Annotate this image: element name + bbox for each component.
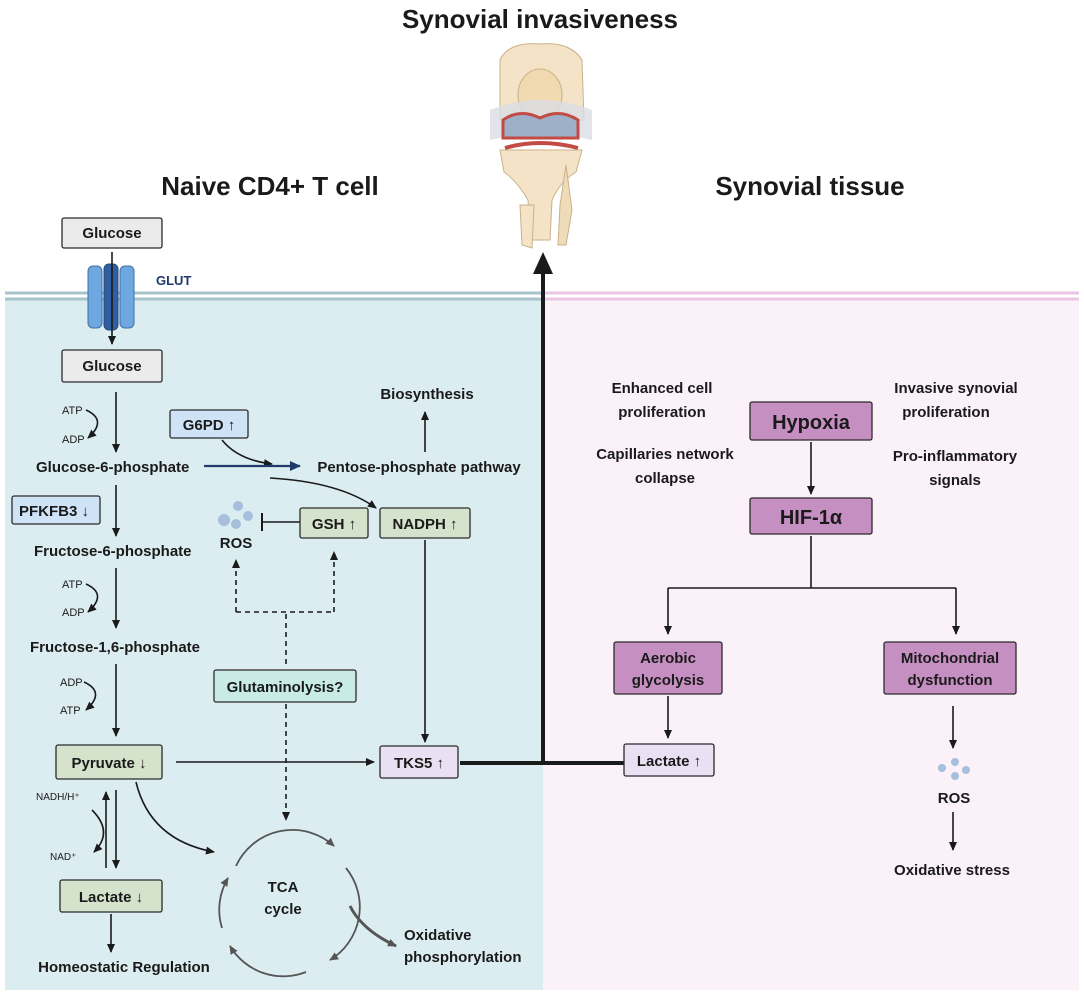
hif-branch-arrows	[664, 536, 960, 635]
biosynthesis-label: Biosynthesis	[380, 386, 473, 403]
aerobic-label-line2: glycolysis	[632, 672, 705, 689]
g6p-label: Glucose-6-phosphate	[36, 459, 189, 476]
ros-left-label: ROS	[220, 535, 253, 552]
glut-label: GLUT	[156, 273, 191, 288]
nadh-label: NADH/H⁺	[36, 792, 80, 803]
oxphos-label-line1: Oxidative	[404, 927, 472, 944]
hypoxia-box	[749, 401, 873, 441]
aerobic-glycolysis-box	[613, 641, 723, 695]
adp-label-3: ADP	[60, 677, 83, 689]
glucose-outside-box	[61, 217, 163, 249]
tks5-label: TKS5 ↑	[394, 755, 444, 772]
tca-label-line1: TCA	[268, 879, 299, 896]
title-synovial-invasiveness: Synovial invasiveness	[402, 4, 678, 34]
adp-label-2: ADP	[62, 607, 85, 619]
adp-label-1: ADP	[62, 434, 85, 446]
lactate-left-label: Lactate ↓	[79, 889, 143, 906]
mito-label-line2: dysfunction	[908, 672, 993, 689]
ros-right-label: ROS	[938, 790, 971, 807]
g6pd-label: G6PD ↑	[183, 417, 236, 434]
pyruvate-to-tca-arrow	[135, 781, 215, 855]
lactate-right-box	[623, 743, 715, 777]
proinflam-label-line1: Pro-inflammatory	[893, 448, 1018, 465]
proinflam-label-line2: signals	[929, 472, 981, 489]
atp-label-1: ATP	[62, 405, 83, 417]
g6pd-box	[169, 409, 249, 439]
left-panel-bg	[5, 298, 543, 990]
hif-box	[749, 497, 873, 535]
nad-label: NAD⁺	[50, 852, 76, 863]
lactate-right-label: Lactate ↑	[637, 753, 701, 770]
glutaminolysis-box	[213, 669, 357, 703]
glut-transporter-icon	[87, 263, 135, 331]
pyruvate-label: Pyruvate ↓	[71, 755, 146, 772]
nadph-box	[379, 507, 471, 539]
enhanced-label-line1: Enhanced cell	[612, 380, 713, 397]
atp-adp-curve-1	[85, 409, 99, 439]
atp-adp-curve-2	[85, 583, 99, 613]
capillaries-label-line1: Capillaries network	[596, 446, 734, 463]
f16p-label: Fructose-1,6-phosphate	[30, 639, 200, 656]
glutaminolysis-label: Glutaminolysis?	[227, 679, 344, 696]
atp-label-3: ATP	[60, 705, 81, 717]
g6pd-curve	[221, 439, 273, 468]
enhanced-label-line2: proliferation	[618, 404, 706, 421]
nadph-label: NADPH ↑	[392, 516, 457, 533]
invasive-label-line1: Invasive synovial	[894, 380, 1017, 397]
pfkfb3-label: PFKFB3 ↓	[19, 503, 89, 520]
tca-label-line2: cycle	[264, 901, 302, 918]
capillaries-label-line2: collapse	[635, 470, 695, 487]
hypoxia-label: Hypoxia	[772, 412, 851, 434]
glucose-outside-label: Glucose	[82, 225, 141, 242]
atp-label-2: ATP	[62, 579, 83, 591]
nadh-nad-curve	[91, 809, 105, 853]
lactate-left-box	[59, 879, 163, 913]
gsh-box	[299, 507, 369, 539]
title-naive-cd4: Naive CD4+ T cell	[161, 171, 379, 201]
mito-dysfunction-box	[883, 641, 1017, 695]
glucose-inside-box	[61, 349, 163, 383]
glutaminolysis-dashed-arrows	[232, 551, 338, 821]
oxidative-stress-label: Oxidative stress	[894, 862, 1010, 879]
pfkfb3-box	[11, 495, 101, 525]
invasiveness-arrow	[460, 252, 624, 765]
pyruvate-box	[55, 744, 163, 780]
ros-left-icon	[218, 501, 253, 529]
ppp-to-nadph-arrow	[269, 477, 377, 509]
adp-atp-curve-3	[83, 681, 97, 711]
invasive-label-line2: proliferation	[902, 404, 990, 421]
ppp-label: Pentose-phosphate pathway	[317, 459, 521, 476]
tks5-box	[379, 745, 459, 779]
homeostatic-label: Homeostatic Regulation	[38, 959, 210, 976]
tca-to-oxphos-arrow	[348, 905, 397, 948]
glucose-inside-label: Glucose	[82, 358, 141, 375]
title-synovial-tissue: Synovial tissue	[715, 171, 904, 201]
knee-joint-icon	[490, 43, 592, 249]
f6p-label: Fructose-6-phosphate	[34, 543, 192, 560]
gsh-label: GSH ↑	[312, 516, 356, 533]
ros-right-icon	[938, 758, 970, 780]
oxphos-label-line2: phosphorylation	[404, 949, 522, 966]
aerobic-label-line1: Aerobic	[640, 650, 696, 667]
hif-label: HIF-1α	[780, 507, 843, 529]
mito-label-line1: Mitochondrial	[901, 650, 999, 667]
